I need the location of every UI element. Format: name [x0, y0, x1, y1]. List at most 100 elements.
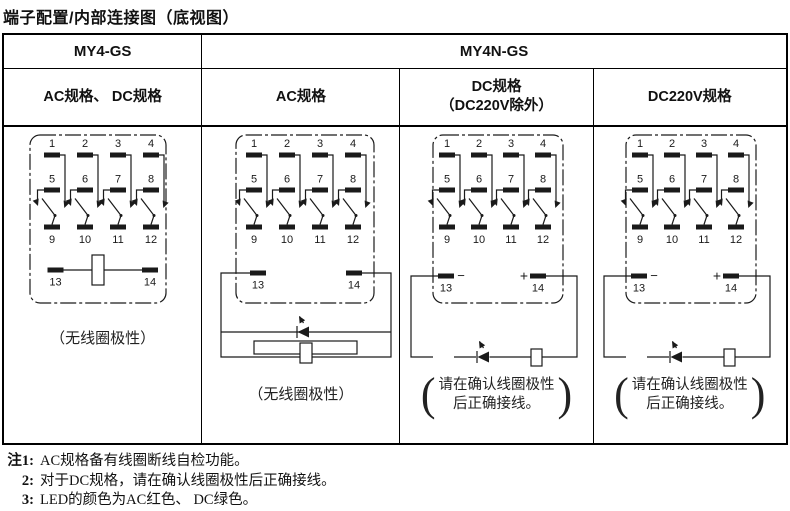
contact-arrow	[364, 200, 371, 208]
terminal-number: 12	[347, 234, 359, 246]
spec-header-dc220v: DC220V规格	[593, 69, 786, 127]
terminal-number: 3	[115, 138, 121, 150]
terminal-pad	[245, 187, 262, 193]
note-row: 3: LED的颜色为AC红色、 DC绿色。	[4, 491, 788, 511]
caption-paren-open: (	[420, 368, 436, 421]
contact-arrow	[267, 198, 274, 206]
terminal-number: 7	[115, 174, 121, 186]
spec-header-line: AC规格、 DC规格	[43, 88, 162, 105]
terminal-pad	[695, 224, 712, 230]
terminal-pad	[663, 187, 680, 193]
terminal-pad	[470, 224, 487, 230]
relay-outline	[625, 134, 757, 304]
caption-line: 请在确认线圈极性	[438, 376, 555, 393]
spec-header-ac: AC规格	[202, 69, 401, 127]
terminal-number: −	[457, 268, 465, 283]
terminal-number: 1	[251, 138, 257, 150]
terminal-number: 5	[637, 174, 643, 186]
contact-arrow	[491, 198, 498, 206]
terminal-number: 1	[443, 138, 449, 150]
terminal-number: +	[713, 268, 721, 284]
terminal-number: 2	[284, 138, 290, 150]
terminal-number: 8	[148, 174, 154, 186]
terminal-pad	[695, 152, 712, 158]
relay-outline	[235, 134, 375, 304]
caption-line: 后正确接线。	[646, 396, 734, 412]
terminal-number: +	[519, 268, 527, 284]
terminal-pad	[245, 152, 262, 158]
terminal-pad	[278, 224, 295, 230]
terminal-number: 14	[348, 280, 360, 292]
terminal-pad	[344, 187, 361, 193]
note-label: 3:	[21, 492, 34, 508]
contact-arrow	[747, 200, 754, 208]
contact-arrow	[427, 198, 434, 206]
terminal-number: 10	[281, 234, 293, 246]
spec-table: MY4-GS MY4N-GS AC规格、 DC规格 AC规格 DC规格 （DC2…	[2, 33, 788, 445]
terminal-pad	[438, 152, 455, 158]
contact-arrow	[162, 200, 169, 208]
led-symbol	[670, 351, 682, 363]
terminal-number: 4	[148, 138, 154, 150]
contact-arrow	[131, 198, 138, 206]
terminal-number: 13	[439, 283, 451, 295]
terminal-pad	[76, 224, 93, 230]
terminal-number: 5	[251, 174, 257, 186]
coil-symbol	[723, 348, 736, 367]
terminal-pad	[76, 152, 93, 158]
terminal-pad	[142, 152, 159, 158]
terminal-number: 1	[49, 138, 55, 150]
terminal-number: 5	[443, 174, 449, 186]
terminal-pad	[47, 267, 64, 273]
terminal-number: 8	[539, 174, 545, 186]
terminal-pad	[43, 187, 60, 193]
contact-arrow	[234, 198, 241, 206]
terminal-number: 11	[505, 234, 516, 246]
model-header-my4ngs: MY4N-GS	[202, 35, 786, 69]
terminal-number: 3	[701, 138, 707, 150]
note-row: 注1: AC规格备有线圈断线自检功能。	[4, 452, 788, 472]
terminal-pad	[344, 152, 361, 158]
led-symbol	[477, 351, 489, 363]
coil-symbol	[91, 254, 105, 286]
diagram-caption-no-polarity: （无线圈极性）	[248, 387, 354, 403]
contact-arrow	[684, 198, 691, 206]
diagram-caption-polarity-warning: ( 请在确认线圈极性 后正确接线。 )	[594, 371, 786, 417]
terminal-pad	[695, 187, 712, 193]
note-row: 2: 对于DC规格，请在确认线圈极性后正确接线。	[4, 472, 788, 492]
terminal-number: 10	[78, 234, 90, 246]
terminal-number: 6	[669, 174, 675, 186]
terminal-number: 9	[49, 234, 55, 246]
terminal-number: 10	[472, 234, 484, 246]
terminal-pad	[345, 270, 362, 276]
contact-arrow	[333, 198, 340, 206]
relay-outline	[29, 134, 167, 304]
terminal-pad	[344, 224, 361, 230]
caption-paren-close: )	[557, 368, 573, 421]
terminal-pad	[311, 187, 328, 193]
terminal-number: 9	[251, 234, 257, 246]
terminal-number: 11	[698, 234, 709, 246]
terminal-pad	[438, 224, 455, 230]
contact-arrow	[620, 198, 627, 206]
terminal-number: 7	[701, 174, 707, 186]
terminal-pad	[141, 267, 158, 273]
terminal-pad	[142, 187, 159, 193]
spec-header-line: DC规格	[471, 79, 522, 95]
terminal-number: 7	[507, 174, 513, 186]
caption-line: 后正确接线。	[453, 396, 541, 412]
terminal-number: 2	[475, 138, 481, 150]
caption-line: 请在确认线圈极性	[631, 376, 748, 393]
terminal-number: 1	[637, 138, 643, 150]
spec-header-line: （DC220V除外）	[440, 98, 553, 114]
terminal-pad	[109, 187, 126, 193]
terminal-number: 7	[317, 174, 323, 186]
terminal-pad	[631, 187, 648, 193]
note-label: 2:	[21, 472, 34, 489]
